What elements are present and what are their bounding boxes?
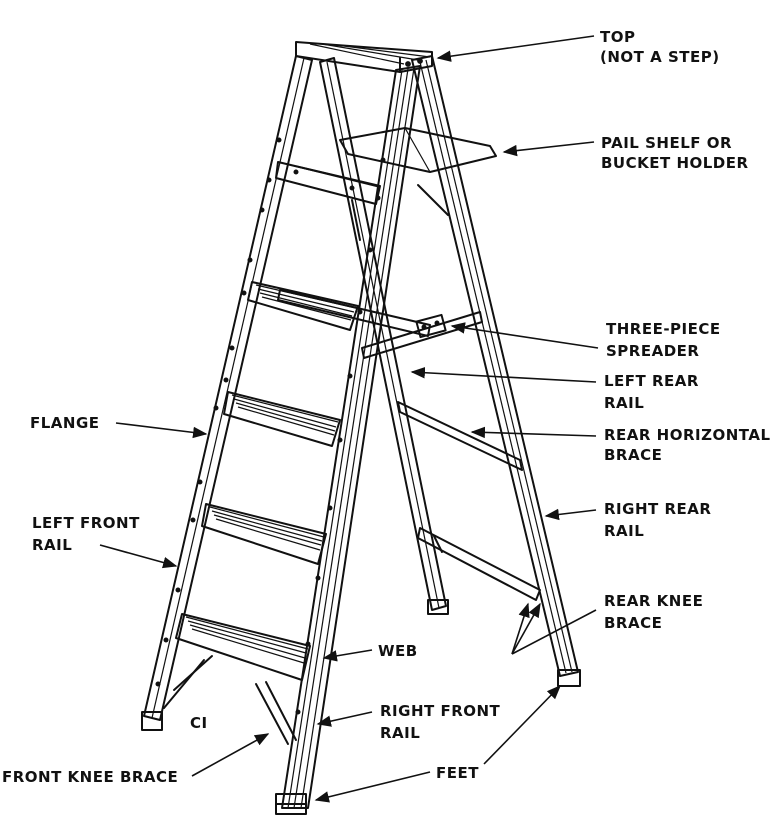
ladder-top: [295, 41, 433, 73]
label-top: TOP: [600, 28, 635, 46]
left-front-rail: [143, 55, 313, 721]
step-5: [175, 613, 311, 681]
label-left-front-rail-1: LEFT FRONT: [32, 514, 140, 532]
label-rear-horizontal-brace-1: REAR HORIZONTAL: [604, 426, 771, 444]
labels: TOP (NOT A STEP) PAIL SHELF OR BUCKET HO…: [2, 28, 771, 803]
right-rear-rail: [411, 55, 579, 677]
label-rear-horizontal-brace-2: BRACE: [604, 446, 662, 464]
left-rail-rivets: [155, 137, 282, 687]
label-left-front-rail-2: RAIL: [32, 536, 72, 554]
label-spreader-2: SPREADER: [606, 342, 699, 360]
label-right-rear-rail-1: RIGHT REAR: [604, 500, 711, 518]
right-front-rail: [281, 65, 421, 809]
label-spreader-1: THREE-PIECE: [606, 320, 721, 338]
label-right-rear-rail-2: RAIL: [604, 522, 644, 540]
step-1: [275, 161, 381, 205]
front-section: [141, 41, 433, 815]
left-front-foot: [141, 711, 163, 731]
step-2: [247, 281, 359, 331]
step-4: [201, 503, 327, 565]
label-top-note: (NOT A STEP): [600, 48, 720, 66]
label-right-front-rail-2: RAIL: [380, 724, 420, 742]
left-rear-rail: [319, 57, 447, 611]
right-rail-rivets: [295, 157, 386, 715]
three-piece-spreader: [277, 289, 431, 337]
rear-section: [277, 55, 581, 687]
label-ci: CI: [190, 714, 208, 732]
label-pail-shelf-1: PAIL SHELF OR: [601, 134, 732, 152]
label-left-rear-rail-2: RAIL: [604, 394, 644, 412]
label-rear-knee-brace-1: REAR KNEE: [604, 592, 703, 610]
rear-horizontal-brace: [397, 401, 523, 471]
label-feet: FEET: [436, 764, 479, 782]
label-web: WEB: [378, 642, 418, 660]
label-pail-shelf-2: BUCKET HOLDER: [601, 154, 749, 172]
label-right-front-rail-1: RIGHT FRONT: [380, 702, 501, 720]
label-rear-knee-brace-2: BRACE: [604, 614, 662, 632]
label-front-knee-brace: FRONT KNEE BRACE: [2, 768, 178, 786]
step-3: [223, 391, 341, 447]
rear-knee-brace: [417, 527, 541, 601]
right-rear-foot: [557, 669, 581, 687]
left-rear-foot: [427, 599, 449, 615]
front-knee-brace: [163, 655, 297, 745]
label-flange: FLANGE: [30, 414, 100, 432]
label-left-rear-rail-1: LEFT REAR: [604, 372, 699, 390]
